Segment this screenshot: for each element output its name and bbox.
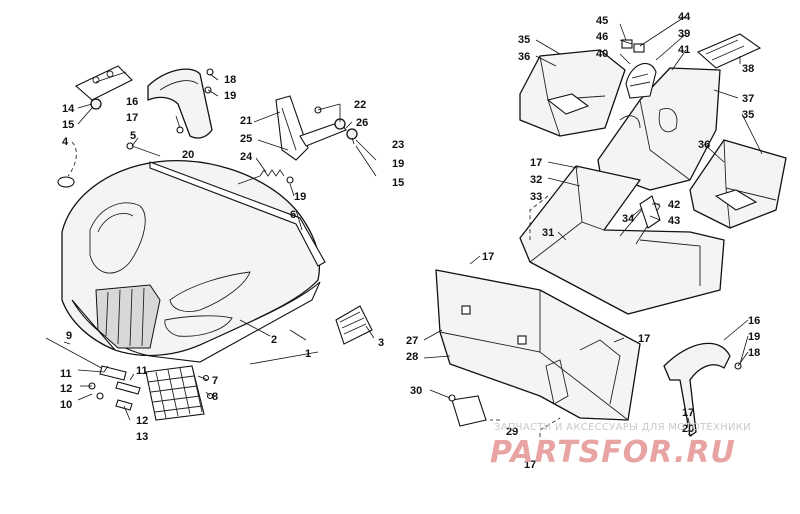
callout-6: 6	[290, 209, 296, 221]
callout-33: 33	[530, 191, 542, 203]
callout-9: 9	[66, 330, 72, 342]
callout-40: 40	[596, 48, 608, 60]
callout-35-right: 35	[742, 109, 754, 121]
callout-34: 34	[622, 213, 635, 225]
callout-46: 46	[596, 31, 608, 43]
callout-8: 8	[212, 391, 218, 403]
callout-10: 10	[60, 399, 72, 411]
watermark-tagline: ЗАПЧАСТИ И АКСЕССУАРЫ ДЛЯ МОТОТЕХНИКИ	[494, 422, 751, 433]
callout-38: 38	[742, 63, 754, 75]
body-tub-assembly	[435, 33, 787, 437]
watermark: ЗАПЧАСТИ И АКСЕССУАРЫ ДЛЯ МОТОТЕХНИКИ PA…	[490, 422, 751, 470]
callout-23: 23	[392, 139, 404, 151]
callout-28: 28	[406, 351, 418, 363]
callout-17-left: 17	[126, 112, 138, 124]
callout-32: 32	[530, 174, 542, 186]
callout-20-right: 20	[682, 423, 694, 435]
callout-24: 24	[240, 151, 253, 163]
callout-15-left: 15	[62, 119, 74, 131]
callout-14: 14	[62, 103, 75, 115]
callout-41: 41	[678, 44, 690, 56]
callout-1: 1	[305, 348, 311, 360]
lower-left-parts	[45, 337, 214, 421]
callout-42: 42	[668, 199, 680, 211]
callout-27: 27	[406, 335, 418, 347]
callout-20-left: 20	[182, 149, 194, 161]
callout-2: 2	[271, 334, 277, 346]
callout-44: 44	[678, 11, 691, 23]
callout-22: 22	[354, 99, 366, 111]
callout-17-bottom: 17	[524, 459, 536, 471]
callout-36-right: 36	[698, 139, 710, 151]
callout-19-left: 19	[224, 90, 236, 102]
callout-36-top: 36	[518, 51, 530, 63]
callout-31: 31	[542, 227, 554, 239]
callout-29: 29	[506, 426, 518, 438]
callout-25: 25	[240, 133, 252, 145]
callout-labels: 1 2 3 4 5 6 7 8 9 10 11 11 12 12 13 14 1…	[60, 11, 760, 471]
callout-18-left: 18	[224, 74, 236, 86]
callout-15-right: 15	[392, 177, 404, 189]
callout-30: 30	[410, 385, 422, 397]
callout-19-latch: 19	[392, 158, 404, 170]
callout-17-side: 17	[638, 333, 650, 345]
callout-11-left: 11	[60, 368, 72, 380]
callout-5: 5	[130, 130, 136, 142]
upper-left-brackets	[75, 65, 214, 139]
callout-4: 4	[62, 136, 69, 148]
callout-35-top: 35	[518, 34, 530, 46]
callout-17-floor: 17	[530, 157, 542, 169]
callout-19-lower: 19	[294, 191, 306, 203]
callout-17-wall: 17	[482, 251, 494, 263]
callout-12-lower: 12	[136, 415, 148, 427]
callout-3: 3	[378, 337, 384, 349]
callout-16-left: 16	[126, 96, 138, 108]
callout-45: 45	[596, 15, 608, 27]
callout-13: 13	[136, 431, 148, 443]
leader-lines	[63, 15, 763, 458]
callout-12-left: 12	[60, 383, 72, 395]
callout-16-right: 16	[748, 315, 760, 327]
watermark-logo: PARTSFOR.RU	[490, 435, 736, 470]
callout-37: 37	[742, 93, 754, 105]
callout-19-right: 19	[748, 331, 760, 343]
callout-11-right: 11	[136, 365, 148, 377]
callout-17-fender: 17	[682, 407, 694, 419]
callout-39: 39	[678, 28, 690, 40]
hood-assembly	[57, 142, 373, 363]
callout-43: 43	[668, 215, 680, 227]
callout-7: 7	[212, 375, 218, 387]
callout-21: 21	[240, 115, 252, 127]
callout-26: 26	[356, 117, 368, 129]
callout-18-right: 18	[748, 347, 760, 359]
latch-assembly	[237, 95, 358, 185]
